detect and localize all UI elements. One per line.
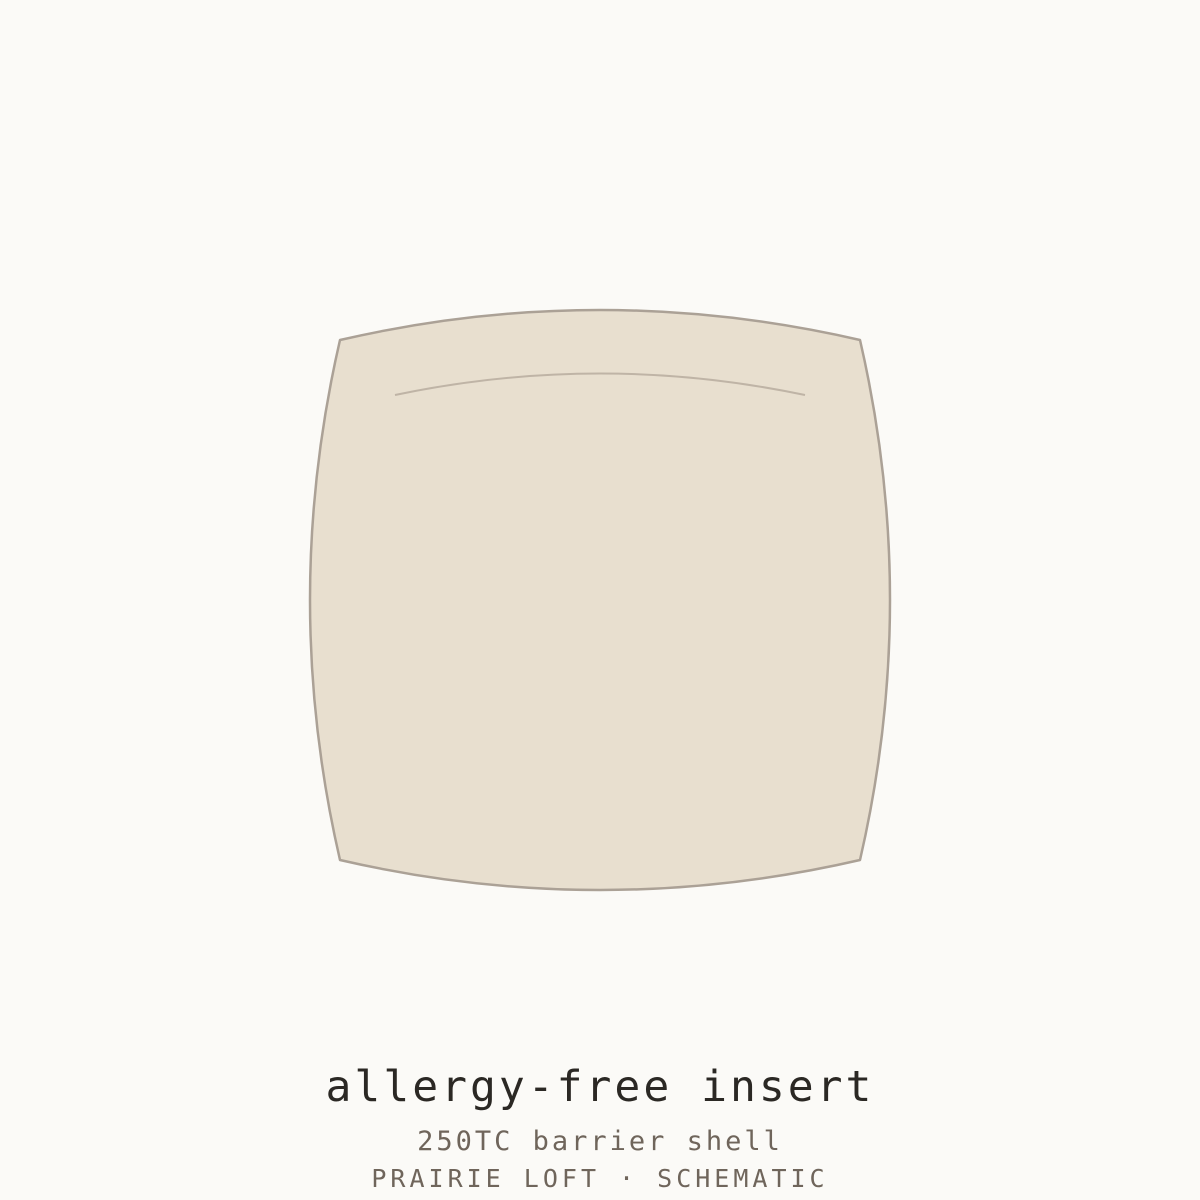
pillow-seam-line bbox=[394, 372, 806, 396]
brand-line: PRAIRIE LOFT · SCHEMATIC bbox=[371, 1164, 829, 1193]
product-subtitle: 250TC barrier shell bbox=[417, 1126, 783, 1157]
pillow-body bbox=[308, 308, 892, 892]
product-title: allergy-free insert bbox=[325, 1062, 875, 1112]
